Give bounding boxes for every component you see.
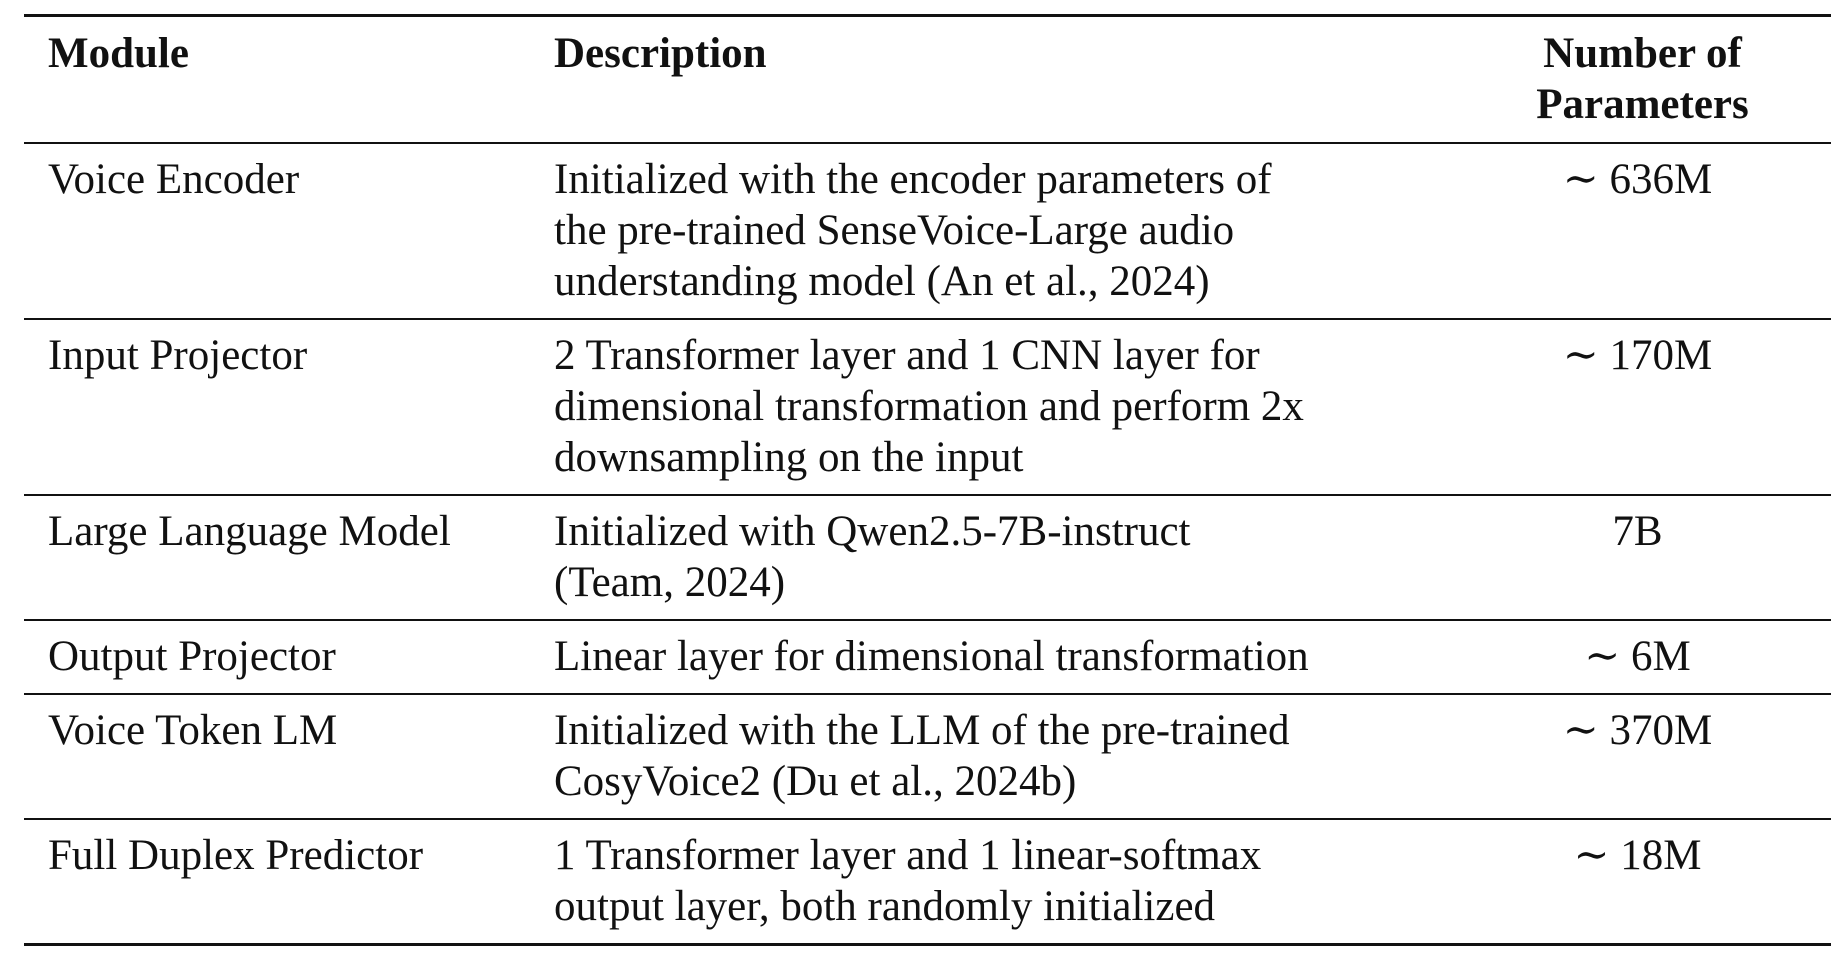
description-cell: Initialized with Qwen2.5-7B-instruct (Te… [554,495,1454,620]
description-cell: Initialized with the LLM of the pre-trai… [554,694,1454,819]
params-cell: 7B [1612,508,1663,555]
table-row: Voice Token LM Initialized with the LLM … [24,694,1831,819]
table-row: Voice Encoder Initialized with the encod… [24,143,1831,319]
description-line: dimensional transformation and perform 2… [554,383,1304,430]
description-line: output layer, both randomly initialized [554,883,1216,930]
header-module: Module [48,30,189,77]
description-cell: Linear layer for dimensional transformat… [554,620,1454,694]
header-number-of-parameters: Number of Parameters [1454,16,1831,144]
module-cell: Voice Encoder [48,156,300,203]
module-table: Module Description Number of Parameters … [24,14,1831,946]
module-cell: Large Language Model [48,508,451,555]
table-row: Full Duplex Predictor 1 Transformer laye… [24,819,1831,945]
description-line: 2 Transformer layer and 1 CNN layer for [554,332,1260,379]
description-line: Linear layer for dimensional transformat… [554,633,1309,680]
module-cell: Output Projector [48,633,336,680]
description-line: 1 Transformer layer and 1 linear-softmax [554,832,1262,879]
description-line: Initialized with the LLM of the pre-trai… [554,707,1290,754]
params-cell: ∼ 6M [1584,633,1691,680]
description-line: Initialized with Qwen2.5-7B-instruct [554,508,1191,555]
header-params-line-1: Number of [1543,30,1742,77]
description-cell: 1 Transformer layer and 1 linear-softmax… [554,819,1454,945]
params-cell: ∼ 636M [1562,156,1713,203]
description-line: understanding model (An et al., 2024) [554,258,1210,305]
description-line: the pre-trained SenseVoice-Large audio [554,207,1235,254]
params-cell: ∼ 370M [1562,707,1713,754]
params-cell: ∼ 170M [1562,332,1713,379]
description-cell: Initialized with the encoder parameters … [554,143,1454,319]
description-line: downsampling on the input [554,434,1024,481]
params-cell: ∼ 18M [1573,832,1702,879]
description-line: Initialized with the encoder parameters … [554,156,1272,203]
module-table-container: Module Description Number of Parameters … [24,14,1831,946]
description-line: CosyVoice2 (Du et al., 2024b) [554,758,1077,805]
header-params-line-2: Parameters [1536,81,1749,128]
table-row: Large Language Model Initialized with Qw… [24,495,1831,620]
module-cell: Voice Token LM [48,707,338,754]
table-row: Input Projector 2 Transformer layer and … [24,319,1831,495]
module-cell: Input Projector [48,332,308,379]
description-line: (Team, 2024) [554,559,786,606]
table-header-row: Module Description Number of Parameters [24,15,1831,144]
table-row: Output Projector Linear layer for dimens… [24,620,1831,694]
description-cell: 2 Transformer layer and 1 CNN layer for … [554,319,1454,495]
header-description: Description [554,30,767,77]
module-cell: Full Duplex Predictor [48,832,424,879]
